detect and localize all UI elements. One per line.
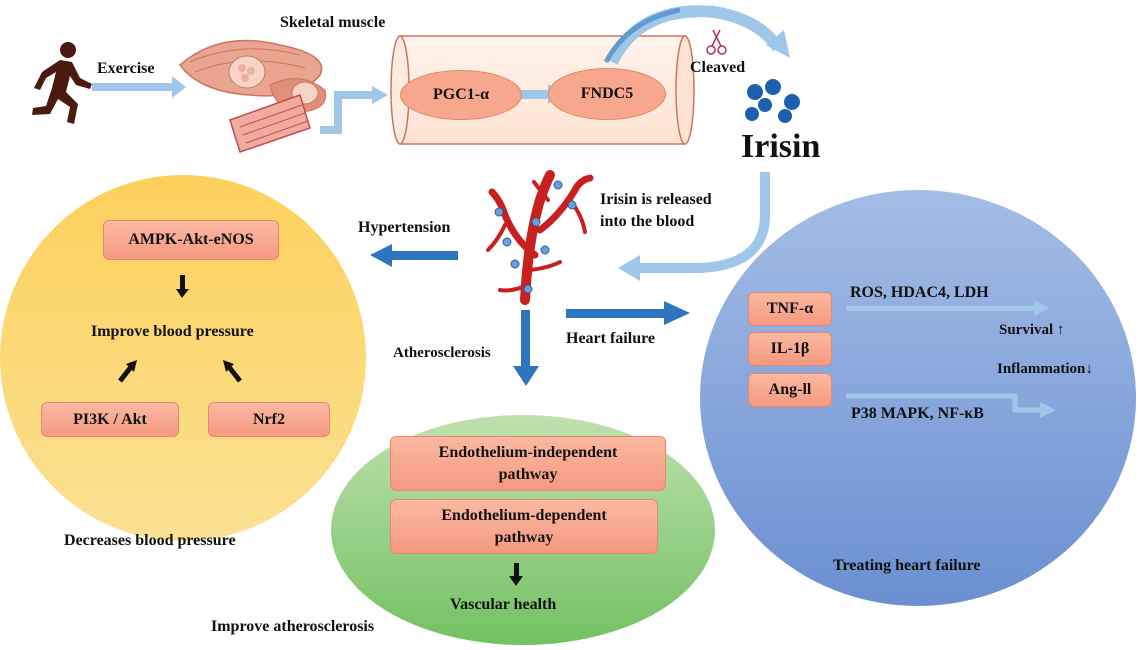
scissors-icon (706, 29, 727, 55)
diag-arrow-nrf2 (223, 360, 242, 383)
vascular-health-label: Vascular health (450, 596, 557, 613)
irisin-molecules (745, 79, 800, 123)
treating-hf-caption: Treating heart failure (833, 557, 981, 574)
inflammation-label: Inflammation↓ (997, 361, 1093, 377)
p38-label: P38 MAPK, NF-κB (851, 405, 984, 422)
vessel-irisin-dots (494, 180, 577, 294)
endothelium-independent-box: Endothelium-independent pathway (390, 436, 666, 491)
atherosclerosis-label: Atherosclerosis (393, 345, 491, 361)
endo-indep-line-1: Endothelium-independent (438, 443, 618, 461)
heart-failure-label: Heart failure (566, 330, 656, 347)
tnf-box: TNF-α (748, 292, 832, 326)
cleaved-label: Cleaved (690, 59, 746, 76)
il1b-box: IL-1β (748, 332, 832, 366)
atherosclerosis-arrow (513, 310, 539, 386)
diag-arrow-pi3k (118, 360, 137, 383)
hypertension-label: Hypertension (358, 219, 451, 236)
endo-dep-line-1: Endothelium-dependent (441, 506, 607, 524)
improve-bp-label: Improve blood pressure (91, 323, 254, 340)
survival-label: Survival ↑ (999, 322, 1065, 338)
ampk-box: AMPK-Akt-eNOS (103, 220, 279, 260)
muscle-icon (178, 39, 327, 153)
endo-indep-line-2: pathway (498, 465, 558, 483)
exercise-label: Exercise (97, 60, 155, 77)
ros-arrow (846, 300, 1050, 316)
heart-failure-arrow (566, 301, 690, 325)
improve-atherosclerosis-caption: Improve atherosclerosis (211, 618, 375, 635)
hypertension-arrow (370, 244, 458, 267)
pgc1a-node: PGC1-α (400, 70, 522, 120)
endothelium-dependent-box: Endothelium-dependent pathway (390, 499, 658, 554)
fndc5-node: FNDC5 (548, 68, 666, 120)
cleave-arrow (603, 5, 790, 65)
down-arrow-vascular (509, 563, 523, 586)
yellow-circle (0, 175, 366, 541)
blood-vessel-icon (486, 170, 594, 305)
exercise-arrow (92, 76, 186, 98)
irisin-title: Irisin (741, 128, 821, 165)
ang-box: Ang-ll (748, 373, 832, 407)
nrf2-box: Nrf2 (208, 402, 330, 437)
runner-icon (32, 42, 92, 124)
muscle-to-tube-arrow (320, 86, 388, 134)
skeletal-muscle-label: Skeletal muscle (280, 14, 386, 31)
p38-arrow (846, 393, 1056, 418)
ros-label: ROS, HDAC4, LDH (850, 284, 989, 301)
decreases-bp-caption: Decreases blood pressure (64, 532, 236, 549)
down-arrow-ampk (176, 275, 189, 298)
pi3k-box: PI3K / Akt (41, 402, 179, 437)
released-line-2: into the blood (600, 213, 695, 230)
released-line-1: Irisin is released (600, 191, 712, 208)
endo-dep-line-2: pathway (494, 528, 554, 546)
release-arrow (618, 172, 770, 281)
